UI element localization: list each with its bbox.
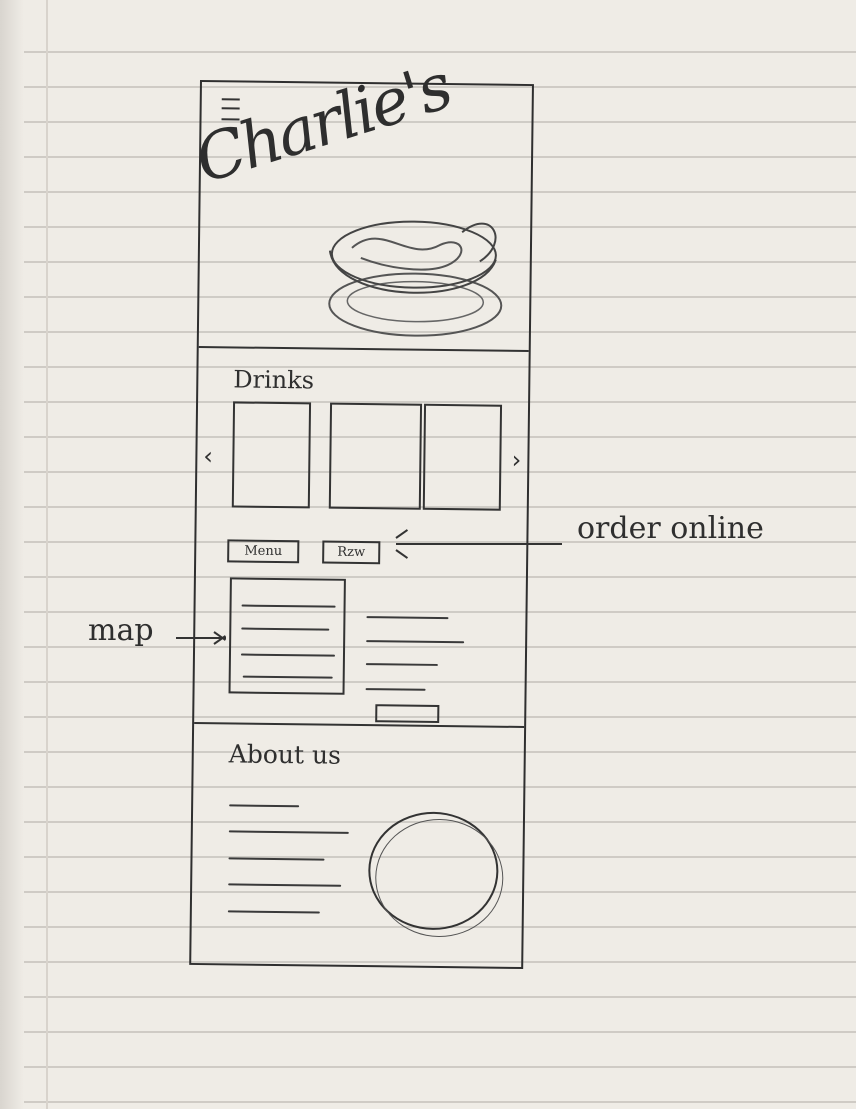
map-note: map — [88, 613, 154, 648]
drink-card[interactable] — [328, 402, 423, 510]
section-divider — [194, 721, 525, 729]
notebook-spine — [0, 0, 24, 1109]
map-arrow — [176, 637, 226, 639]
about-photo-outline — [374, 818, 504, 938]
chevron-right-icon[interactable]: › — [511, 445, 522, 474]
map-action-button[interactable] — [375, 704, 440, 723]
drink-card[interactable] — [422, 403, 503, 511]
order-online-note: order online — [577, 511, 764, 546]
margin-line — [46, 0, 48, 1109]
drink-card[interactable] — [231, 401, 312, 509]
order-online-arrow — [396, 543, 562, 545]
menu-button[interactable]: Menu — [227, 539, 300, 564]
map-widget[interactable] — [228, 577, 346, 695]
chevron-left-icon[interactable]: ‹ — [203, 442, 214, 471]
coffee-cup-icon — [328, 220, 503, 337]
order-online-button[interactable]: Rzw — [322, 540, 381, 565]
mobile-wireframe: Charlie's Drinks ‹ › Menu Rzw About us — [187, 50, 534, 970]
about-heading: About us — [228, 739, 342, 770]
drinks-heading: Drinks — [233, 365, 315, 395]
